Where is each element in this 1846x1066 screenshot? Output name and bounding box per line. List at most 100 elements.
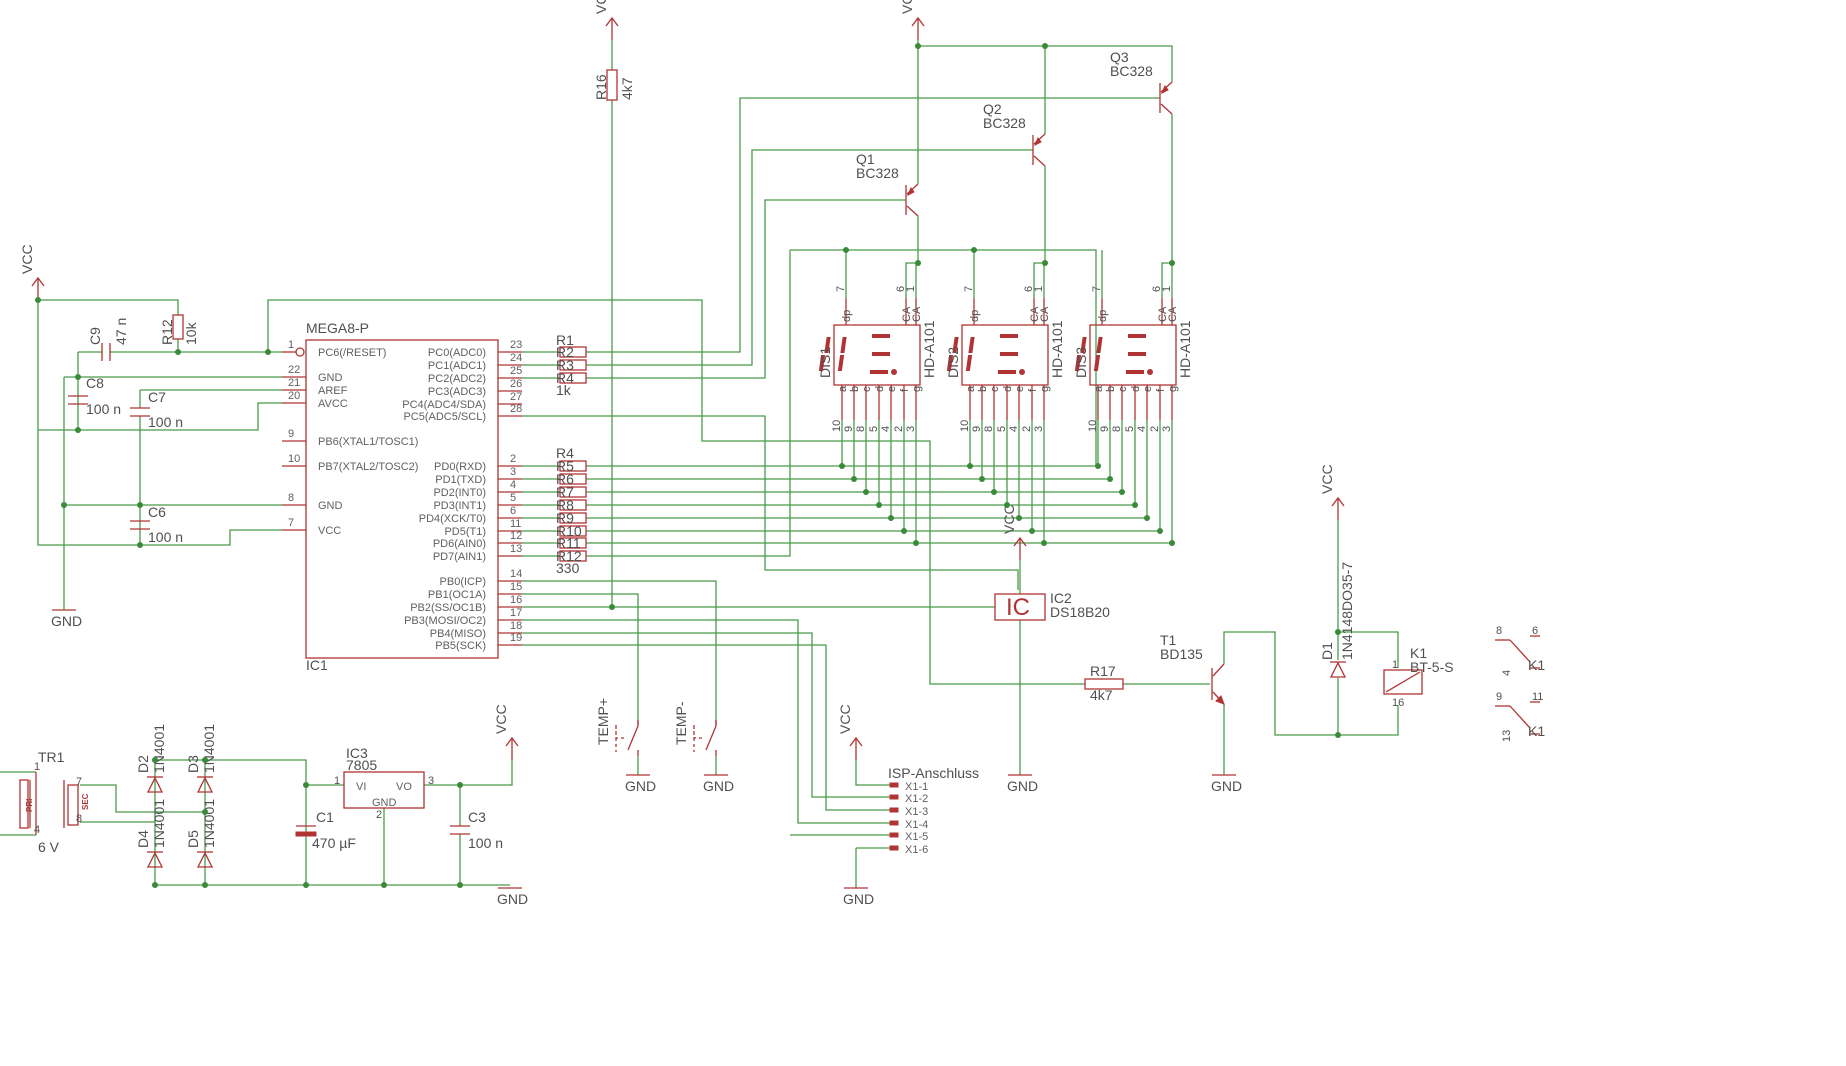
gnd-label: GND — [497, 891, 528, 907]
c7-value: 100 n — [148, 414, 183, 430]
junction-dot — [876, 502, 882, 508]
display-pin-number: 5 — [996, 426, 1008, 432]
res-1k-ref: R4 — [556, 370, 574, 386]
mcu-pin-label: VCC — [318, 525, 341, 537]
contact-pin: 9 — [1496, 691, 1502, 703]
mcu-pin-number: 5 — [510, 492, 516, 504]
display-pin-label: CA — [1157, 306, 1169, 322]
isp-miso — [522, 632, 890, 798]
junction-dot — [1169, 540, 1175, 546]
mcu-pin-number: 19 — [510, 632, 522, 644]
junction-dot — [843, 247, 849, 253]
vcc-symbol — [31, 276, 45, 300]
display-pin-number: 7 — [1091, 286, 1103, 292]
c3-value: 100 n — [468, 835, 503, 851]
display-pin-label: e — [1142, 386, 1154, 392]
vcc-label: VCC — [493, 704, 509, 734]
mcu-pin-label: PC3(ADC3) — [428, 386, 486, 398]
seg-d — [1126, 370, 1144, 374]
mcu-pin-number: 13 — [510, 543, 522, 555]
display-pin-number: 6 — [1151, 286, 1163, 292]
junction-dot — [839, 463, 845, 469]
display-pin-number: 10 — [831, 420, 843, 432]
seg-c — [1093, 355, 1101, 371]
display-pin-number: 6 — [895, 286, 907, 292]
sensor-body — [994, 593, 1046, 621]
junction-dot — [1335, 629, 1341, 635]
mcu-pin-number: 3 — [510, 466, 516, 478]
ic3-pin: 1 — [334, 775, 340, 787]
d5-body — [196, 851, 214, 868]
res-330-body — [559, 525, 587, 537]
contact-pin: 4 — [1501, 670, 1513, 676]
transistor-q-arrow — [1161, 85, 1169, 95]
seven-seg-digit — [818, 334, 897, 375]
d1-type: 1N4148DO35-7 — [1339, 562, 1355, 660]
isp-pin — [889, 845, 899, 851]
junction-dot — [457, 782, 463, 788]
dp-bus — [846, 249, 1097, 466]
transistor-type: BC328 — [856, 165, 899, 181]
c1-ref: C1 — [316, 809, 334, 825]
mcu-pin-number: 15 — [510, 581, 522, 593]
display-pin-number: 3 — [905, 426, 917, 432]
mcu-pin-number: 1 — [288, 339, 294, 351]
display-pin-number: 1 — [1033, 286, 1045, 292]
junction-dot — [915, 43, 921, 49]
res-1k-ref: R2 — [556, 344, 574, 360]
display-pin-number: 2 — [893, 426, 905, 432]
junction-dot — [61, 502, 67, 508]
mcu-ref: IC1 — [306, 657, 328, 673]
t1-collector — [1223, 631, 1399, 736]
display-pin-number: 4 — [1136, 426, 1148, 432]
tr1-pin: 1 — [34, 761, 40, 773]
display-pin-number: 4 — [1008, 426, 1020, 432]
mcu-pin-label: PC0(ADC0) — [428, 347, 486, 359]
mcu-pin-label: AVCC — [318, 398, 348, 410]
mcu-pin-label: PC2(ADC2) — [428, 373, 486, 385]
seg-b — [840, 337, 847, 353]
junction-dot — [1119, 489, 1125, 495]
sensor-symbol: IC — [1006, 594, 1030, 621]
display-pin-number: 3 — [1161, 426, 1173, 432]
t1-arrow — [1215, 695, 1225, 705]
seg-d — [870, 370, 888, 374]
isp-mosi — [522, 619, 890, 824]
junction-dot — [915, 260, 921, 266]
tr1-pri-label: PRI — [25, 799, 34, 812]
junction-dot — [1041, 540, 1047, 546]
mcu-pin-label: PD7(AIN1) — [433, 551, 486, 563]
display-pin-label: b — [849, 386, 861, 392]
display-pin-number: 2 — [1149, 426, 1161, 432]
junction-dot — [35, 297, 41, 303]
display-pin-label: b — [1105, 386, 1117, 392]
r12-top — [38, 299, 179, 315]
ic3-pin: 3 — [428, 775, 434, 787]
display-ref: DIS1 — [817, 347, 833, 378]
mcu-pin-number: 18 — [510, 620, 522, 632]
display-pin-label: b — [977, 386, 989, 392]
seg-b — [1096, 337, 1103, 353]
display-pin-label: g — [1039, 386, 1051, 392]
display-pin-label: d — [1002, 386, 1014, 392]
contact-pin: 13 — [1501, 730, 1513, 742]
mcu-pin-number: 21 — [288, 377, 300, 389]
display-type: HD-A101 — [1177, 320, 1193, 378]
vcc-label: VCC — [19, 244, 35, 274]
isp-title: ISP-Anschluss — [888, 765, 979, 781]
res-330-ref: R7 — [556, 484, 574, 500]
diode-type: 1N4001 — [151, 724, 167, 773]
seg-e — [818, 355, 826, 371]
relay-coil-slash — [1385, 671, 1421, 693]
isp-pin-label: X1-2 — [905, 793, 928, 805]
mcu-pin-number: 7 — [288, 517, 294, 529]
display-pin-label: a — [837, 385, 849, 392]
diode-ref: D4 — [135, 830, 151, 848]
ic3-vo: VO — [396, 781, 412, 793]
r1-ref: R1 — [556, 332, 574, 348]
display-pin-label: CA — [1167, 306, 1179, 322]
gnd-label: GND — [1007, 778, 1038, 794]
reset-to-r17 — [267, 299, 1085, 685]
mcu-body — [305, 339, 499, 659]
display-ref: DIS3 — [1073, 347, 1089, 378]
